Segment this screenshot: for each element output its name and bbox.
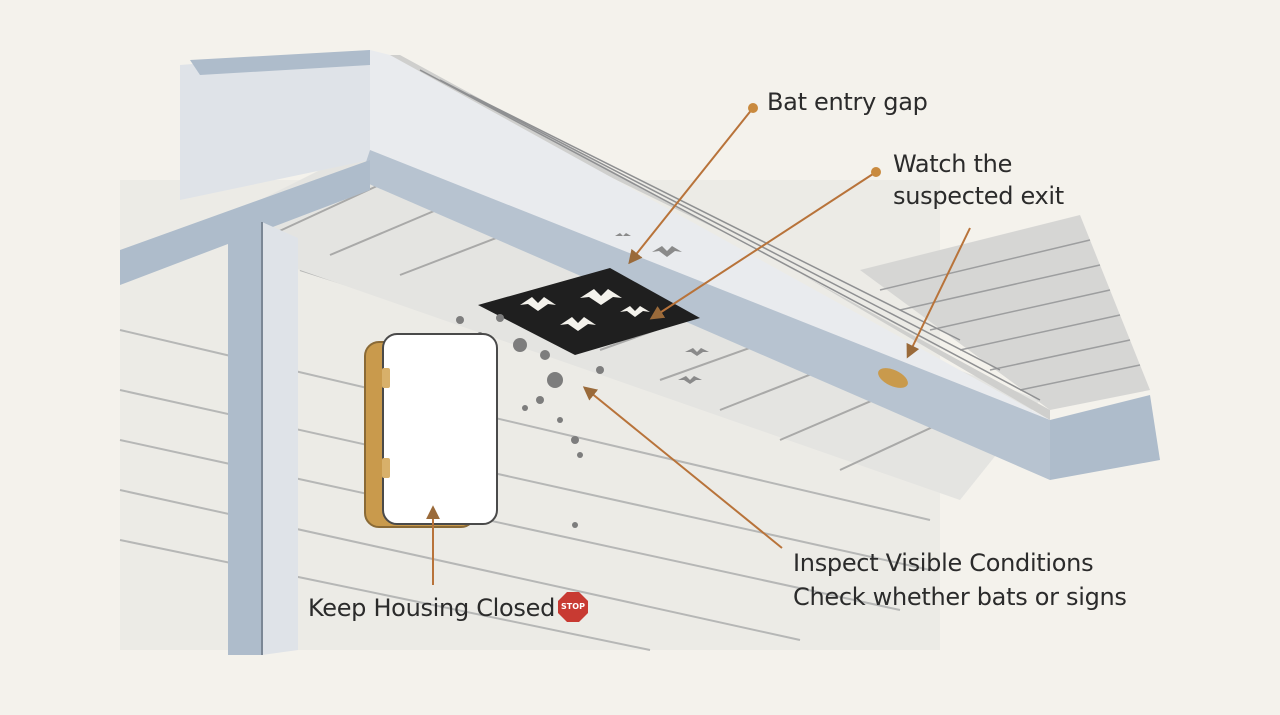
droppings xyxy=(456,314,604,528)
roof-shingles xyxy=(360,55,1050,420)
leader-arrows xyxy=(426,103,971,585)
label-keep-closed: Keep Housing Closed xyxy=(308,594,556,622)
label-watch-exit-line2: suspected exit xyxy=(893,182,1064,210)
support-post xyxy=(228,222,298,655)
roof-shingles-back xyxy=(860,215,1150,410)
bat-entry-gap xyxy=(478,268,700,355)
arrow-inspect xyxy=(582,386,783,549)
bat-icon xyxy=(520,289,650,331)
suspected-exit-mark xyxy=(878,368,908,388)
stop-sign-icon: STOP xyxy=(558,592,588,622)
label-inspect-detail: Check whether bats or signs xyxy=(793,583,1127,611)
label-inspect-title: Inspect Visible Conditions xyxy=(793,549,1094,577)
flying-bats xyxy=(615,233,709,384)
label-watch-exit-line1: Watch the xyxy=(893,150,1013,178)
label-entry-gap: Bat entry gap xyxy=(767,88,928,116)
arrow-entry-gap xyxy=(628,107,754,265)
electrical-housing xyxy=(364,333,498,528)
arrow-watch-exit xyxy=(649,171,877,320)
arrow-suspected-mark xyxy=(906,227,971,359)
